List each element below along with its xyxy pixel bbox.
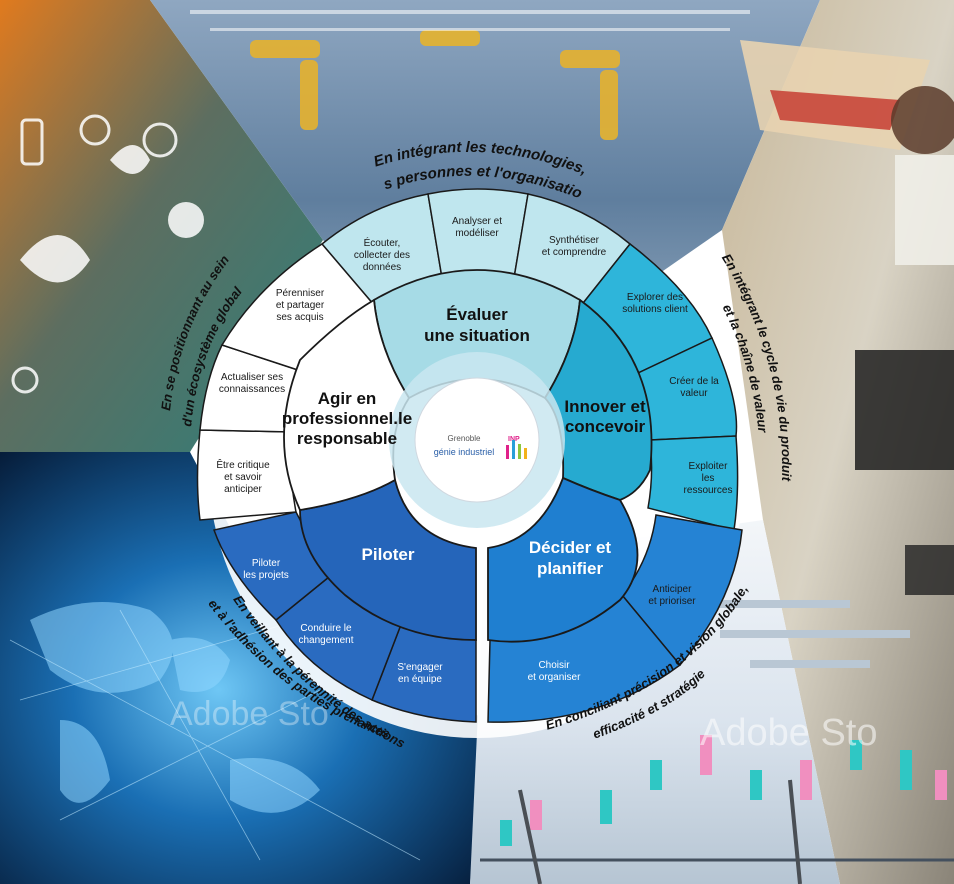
- petal-critique-line1: Être critique: [216, 458, 270, 471]
- petal-actualiser-line1: Actualiser ses: [221, 372, 283, 383]
- petal-engager-line2: en équipe: [398, 674, 442, 685]
- petal-choisir-line1: Choisir: [538, 660, 570, 671]
- petal-ecouter-line1: Écouter,: [364, 236, 401, 249]
- logo-bottom-text: génie industriel: [434, 447, 495, 457]
- network-lines-decoration: [9, 609, 421, 861]
- petal-explorer-line1: Explorer des: [627, 292, 683, 303]
- petal-perenniser-line1: Pérenniser: [276, 288, 325, 299]
- petal-critique-line2: et savoir: [224, 472, 262, 483]
- grenoble-inp-logo: Grenoble génie industriel INP: [434, 434, 527, 459]
- petal-ecouter-line3: données: [363, 262, 401, 273]
- core-decider-line1: Décider et: [529, 538, 612, 557]
- core-piloter-line1: Piloter: [362, 545, 415, 564]
- petal-perenniser-line3: ses acquis: [276, 312, 323, 323]
- core-agir-line2: professionnel.le: [282, 409, 412, 428]
- core-evaluer-line2: une situation: [424, 326, 530, 345]
- petal-analyser-line1: Analyser et: [452, 216, 502, 227]
- petal-perenniser-line2: et partager: [276, 300, 325, 311]
- petal-exploiter-line1: Exploiter: [689, 461, 729, 472]
- petal-actualiser-line2: connaissances: [219, 384, 285, 395]
- core-decider-line2: planifier: [537, 559, 604, 578]
- hub-logo-disc: [414, 377, 540, 503]
- core-agir[interactable]: [283, 298, 411, 512]
- petal-anticiper-line2: et prioriser: [648, 596, 696, 607]
- core-innover-line1: Innover et: [564, 397, 646, 416]
- watermark-right: Adobe Sto: [700, 712, 877, 754]
- core-evaluer-line1: Évaluer: [446, 305, 508, 324]
- petal-anticiper-line1: Anticiper: [653, 584, 693, 595]
- petal-creer-line1: Créer de la: [669, 376, 719, 387]
- petal-exploiter-line3: ressources: [684, 485, 733, 496]
- logo-bar-blue: [512, 440, 515, 459]
- logo-bar-magenta: [506, 445, 509, 459]
- core-innover-line2: concevoir: [565, 417, 646, 436]
- petal-explorer-line2: solutions client: [622, 304, 688, 315]
- factory-lights-decoration: [190, 10, 750, 31]
- photo-world-network-panel: [0, 452, 485, 884]
- petal-piloter-projets-line2: les projets: [243, 570, 289, 581]
- petal-ecouter-line2: collecter des: [354, 250, 410, 261]
- core-agir-line3: responsable: [297, 429, 397, 448]
- logo-bar-green: [518, 444, 521, 459]
- logo-top-text: Grenoble: [448, 434, 481, 443]
- petal-conduire-line1: Conduire le: [300, 623, 352, 634]
- petal-synthetiser-line2: et comprendre: [542, 247, 607, 258]
- desk-scene-decoration: [740, 40, 954, 595]
- candlestick-chart-decoration: [480, 600, 954, 884]
- petal-analyser-line2: modéliser: [455, 228, 499, 239]
- watermark-left: Adobe Sto: [170, 695, 329, 733]
- core-agir-line1: Agir en: [318, 389, 377, 408]
- petal-synthetiser-line1: Synthétiser: [549, 235, 600, 246]
- petal-critique-line3: anticiper: [224, 484, 262, 495]
- petal-exploiter-line2: les: [702, 473, 715, 484]
- eco-icons-decoration: [11, 114, 204, 394]
- petal-engager-line1: S'engager: [397, 662, 443, 673]
- petal-conduire-line2: changement: [298, 635, 353, 646]
- logo-bar-yellow: [524, 448, 527, 459]
- petal-piloter-projets-line1: Piloter: [252, 558, 281, 569]
- petal-choisir-line2: et organiser: [528, 672, 581, 683]
- core-decider[interactable]: [487, 476, 639, 643]
- core-lobes: [283, 269, 653, 643]
- petal-creer-line2: valeur: [680, 388, 708, 399]
- logo-mark-text: INP: [508, 436, 520, 443]
- robot-arms-decoration: [250, 30, 620, 140]
